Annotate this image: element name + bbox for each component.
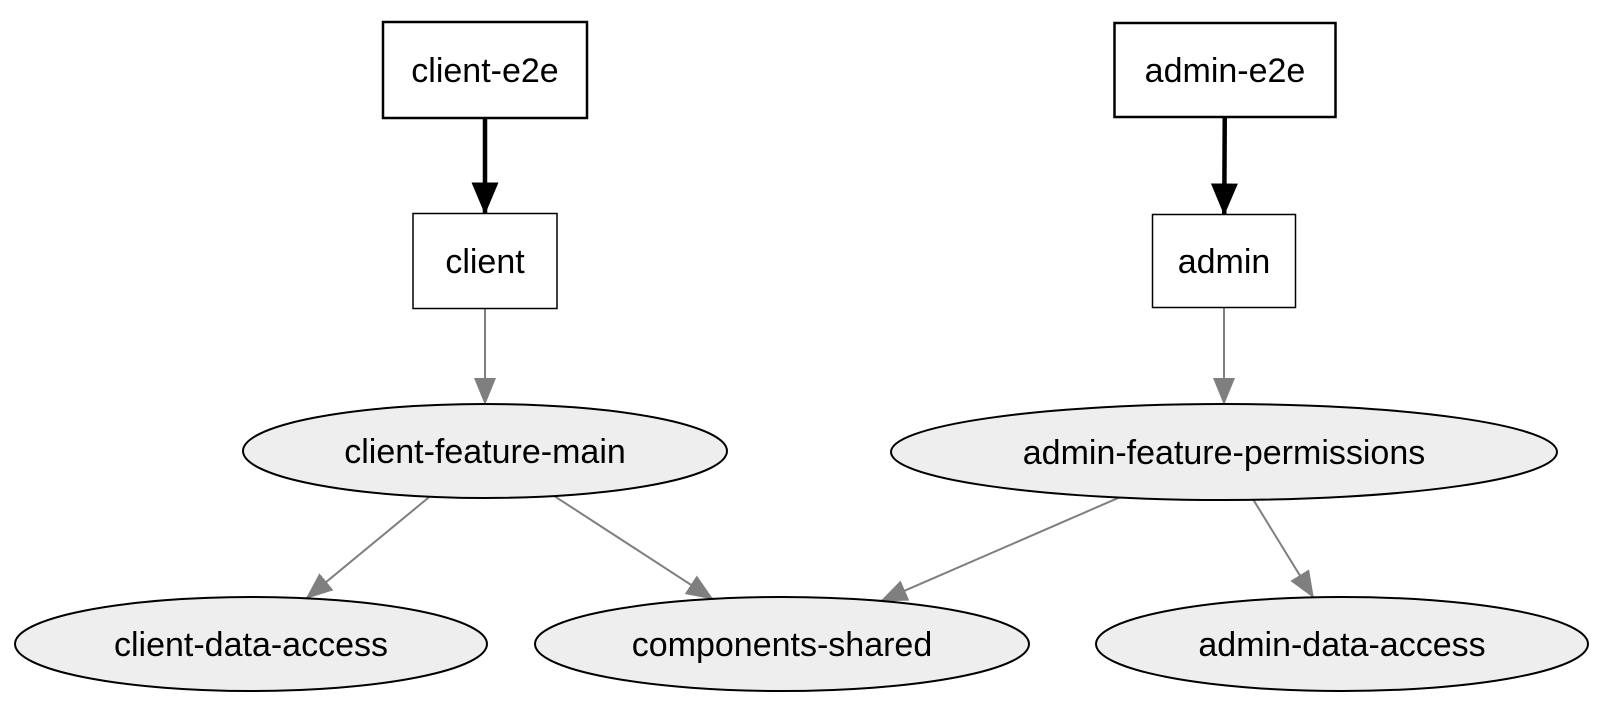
node-admin-data-access: admin-data-access [1095, 596, 1589, 692]
admin-feature-permissions-label: admin-feature-permissions [1023, 434, 1426, 472]
admin-e2e-label: admin-e2e [1145, 52, 1306, 90]
client-label: client [445, 243, 525, 281]
edge-admin-feature-permissions-to-admin-data-access [1252, 499, 1315, 599]
node-client-feature-main: client-feature-main [242, 403, 728, 499]
node-components-shared: components-shared [534, 596, 1030, 692]
admin-shape [1151, 213, 1297, 309]
client-e2e-label: client-e2e [411, 52, 558, 90]
node-client-e2e: client-e2e [381, 20, 589, 120]
admin-e2e-shape [1113, 21, 1337, 119]
client-data-access-label: client-data-access [114, 626, 388, 664]
edges-layer [305, 116, 1315, 602]
client-data-access-shape [14, 596, 488, 692]
admin-label: admin [1178, 243, 1271, 281]
client-feature-main-shape [242, 403, 728, 499]
admin-data-access-label: admin-data-access [1198, 626, 1485, 664]
client-shape [412, 212, 558, 310]
node-client: client [412, 212, 558, 310]
admin-data-access-shape [1095, 596, 1589, 692]
node-admin-feature-permissions: admin-feature-permissions [890, 403, 1558, 501]
components-shared-label: components-shared [632, 626, 933, 664]
admin-feature-permissions-shape [890, 403, 1558, 501]
edge-admin-e2e-to-admin [1210, 116, 1238, 216]
client-e2e-shape [381, 20, 589, 120]
node-admin: admin [1151, 213, 1297, 309]
edge-client-feature-main-to-components-shared [553, 495, 714, 600]
components-shared-shape [534, 596, 1030, 692]
node-client-data-access: client-data-access [14, 596, 488, 692]
node-admin-e2e: admin-e2e [1113, 21, 1337, 119]
edge-admin-feature-permissions-to-components-shared [880, 496, 1120, 602]
client-feature-main-label: client-feature-main [344, 433, 626, 471]
edge-client-feature-main-to-client-data-access [305, 495, 431, 600]
nodes-layer: client-e2e admin-e2e client admin client-fea… [14, 20, 1589, 692]
